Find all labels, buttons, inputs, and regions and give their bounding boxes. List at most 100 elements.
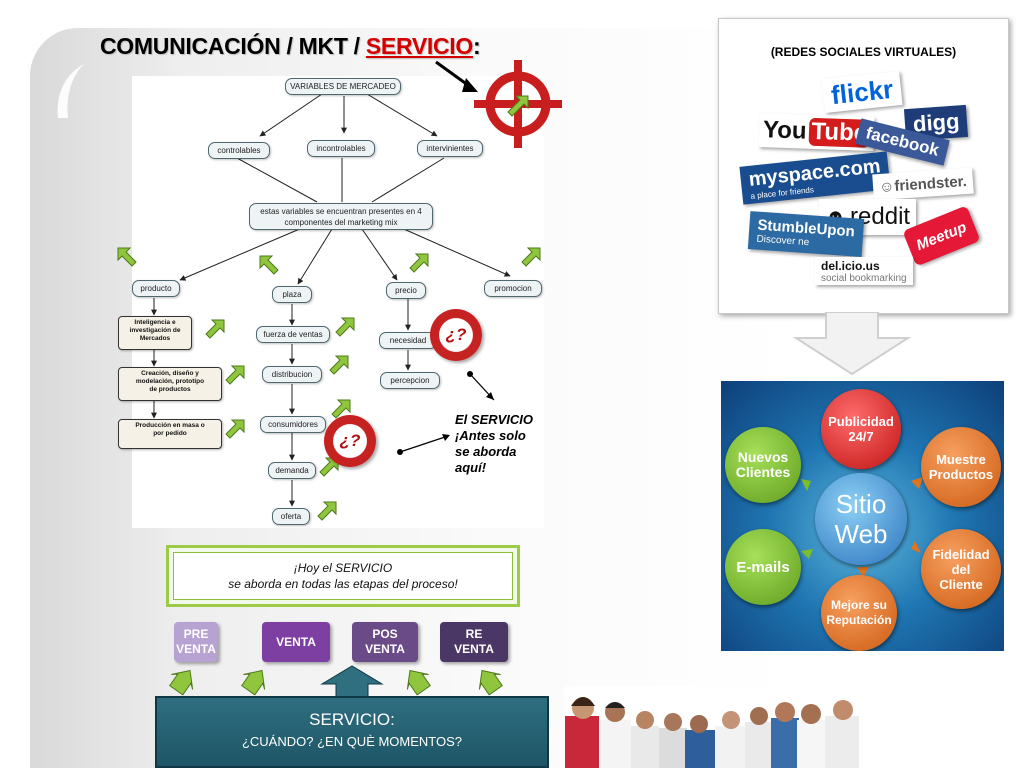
green-arrow-icon — [317, 501, 337, 521]
box-creacion-line3: de productos — [149, 386, 191, 393]
servicio-note-line2: ¡Antes solo — [455, 428, 526, 443]
group-photo — [565, 686, 861, 768]
page-title: COMUNICACIÓN / MKT / SERVICIO: — [100, 33, 481, 60]
servicio-question-box: SERVICIO: ¿CUÁNDO? ¿EN QUÈ MOMENTOS? — [155, 696, 549, 768]
box-produccion: Producción en masa o por pedido — [118, 419, 222, 449]
box-creacion-line1: Creación, diseño y — [141, 370, 199, 377]
node-plaza: plaza — [272, 286, 312, 303]
box-produccion-line2: por pedido — [153, 430, 187, 437]
box-inteligencia: Inteligencia e investigación de Mercados — [118, 316, 192, 350]
title-main: COMUNICACIÓN / MKT / — [100, 33, 366, 59]
bubble-line: Nuevos — [737, 449, 789, 465]
box-inteligencia-line1: Inteligencia e — [134, 319, 176, 326]
bubble-line: Productos — [928, 467, 994, 482]
green-arrow-icon — [169, 669, 194, 696]
servicio-note-line1: El SERVICIO — [455, 412, 534, 427]
question-target-icon: ¿? — [324, 415, 376, 467]
node-consumidores: consumidores — [260, 416, 326, 433]
node-variables-mercadeo: VARIABLES DE MERCADEO — [285, 78, 401, 95]
bubble-line: Web — [834, 519, 888, 549]
green-arrow-icon — [117, 247, 137, 267]
green-arrow-icon — [225, 419, 245, 439]
bubble-line: E-mails — [736, 558, 790, 576]
box-inteligencia-line3: Mercados — [139, 335, 171, 342]
stumbleupon-logo: StumbleUpon Discover ne — [747, 211, 864, 257]
green-arrow-icon — [521, 247, 541, 267]
bubble-line: Reputación — [826, 613, 892, 627]
stage-pos-venta: POS VENTA — [352, 622, 418, 662]
stage-line2: VENTA — [365, 642, 405, 656]
youtube-you: You — [762, 116, 808, 145]
bubble-line: 24/7 — [848, 429, 874, 444]
hoy-line2: se aborda en todas las etapas del proces… — [228, 577, 458, 591]
node-controlables: controlables — [208, 142, 270, 159]
node-center-line1: estas variables se encuentran presentes … — [260, 207, 422, 216]
swoosh-decoration — [57, 64, 84, 118]
bubble-nuevos-clientes: Nuevos Clientes — [725, 427, 801, 503]
bubble-line: Fidelidad — [932, 546, 990, 562]
green-arrow-icon — [329, 355, 349, 375]
servicio-note-line4: aquí! — [455, 460, 487, 475]
bubble-emails: E-mails — [725, 529, 801, 605]
bubble-line: del — [951, 561, 971, 577]
friendster-logo: ☺friendster. — [872, 167, 974, 201]
servicio-note: El SERVICIO ¡Antes solo se aborda aquí! — [455, 412, 555, 476]
node-center-line2: componentes del marketing mix — [284, 218, 398, 227]
myspace-logo: myspace.com a place for friends — [739, 151, 891, 205]
bubble-line: Clientes — [735, 464, 791, 480]
stage-line1: VENTA — [276, 634, 316, 649]
social-caption: (REDES SOCIALES VIRTUALES) — [770, 45, 957, 59]
node-producto: producto — [132, 280, 180, 297]
green-arrow-icon — [225, 365, 245, 385]
myspace-text: myspace.com — [747, 155, 882, 191]
target-icon — [435, 60, 562, 148]
stage-pre-venta: PRE VENTA — [174, 622, 218, 662]
bubble-line: Sitio — [835, 489, 887, 519]
node-oferta: oferta — [272, 508, 310, 525]
question-target-icon: ¿? — [430, 309, 482, 361]
green-arrow-icon — [409, 253, 429, 273]
box-produccion-line1: Producción en masa o — [135, 422, 205, 429]
node-promocion: promocion — [484, 280, 542, 297]
bubble-mejore-reputacion: Mejore su Reputación — [821, 575, 897, 651]
bubble-line: Mejore su — [830, 598, 887, 612]
stage-arrows — [169, 665, 503, 700]
hoy-servicio-box: ¡Hoy el SERVICIO se aborda en todas las … — [166, 545, 520, 607]
stage-line1: PRE — [183, 627, 209, 641]
title-highlight: SERVICIO — [365, 33, 473, 59]
bubble-publicidad: Publicidad 24/7 — [821, 389, 901, 469]
node-center: estas variables se encuentran presentes … — [249, 203, 433, 230]
servicio-box-subtitle: ¿CUÁNDO? ¿EN QUÈ MOMENTOS? — [241, 734, 463, 749]
sitio-web-panel: Publicidad 24/7 Nuevos Clientes Muestre … — [721, 381, 1004, 651]
box-creacion-line2: modelación, prototipo — [135, 378, 205, 385]
stage-line2: VENTA — [454, 642, 494, 656]
node-distribucion: distribucion — [262, 366, 322, 383]
green-arrow-icon — [259, 255, 279, 275]
mindmap-panel: VARIABLES DE MERCADEO controlables incon… — [118, 76, 544, 528]
title-suffix: : — [472, 33, 481, 59]
node-incontrolables: incontrolables — [307, 140, 375, 157]
bubble-line: Cliente — [939, 576, 983, 592]
delicious-text: del.icio.us — [821, 258, 880, 273]
green-arrow-icon — [406, 669, 431, 696]
mindmap-connectors — [151, 93, 511, 507]
green-arrow-icon — [478, 669, 503, 696]
down-arrow-icon — [792, 312, 912, 376]
node-demanda: demanda — [268, 462, 316, 479]
green-arrow-icon — [241, 669, 266, 696]
node-intervinientes: intervinientes — [417, 140, 483, 157]
stage-line1: POS — [372, 627, 398, 641]
hoy-line1: ¡Hoy el SERVICIO — [293, 561, 393, 575]
bubble-muestre-productos: Muestre Productos — [921, 427, 1001, 507]
delicious-tag: social bookmarking — [821, 272, 907, 284]
delicious-logo: del.icio.us social bookmarking — [815, 257, 913, 285]
stumbleupon-tag: Discover ne — [756, 233, 810, 249]
flickr-text: flickr — [829, 73, 895, 110]
stage-re-venta: RE VENTA — [440, 622, 508, 662]
hoy-servicio-inner: ¡Hoy el SERVICIO se aborda en todas las … — [173, 552, 513, 600]
green-arrow-icon — [205, 319, 225, 339]
bubble-line: Publicidad — [828, 414, 894, 429]
green-arrow-icon — [335, 317, 355, 337]
flickr-logo: flickr — [821, 71, 903, 113]
box-inteligencia-line2: investigación de — [129, 327, 181, 334]
